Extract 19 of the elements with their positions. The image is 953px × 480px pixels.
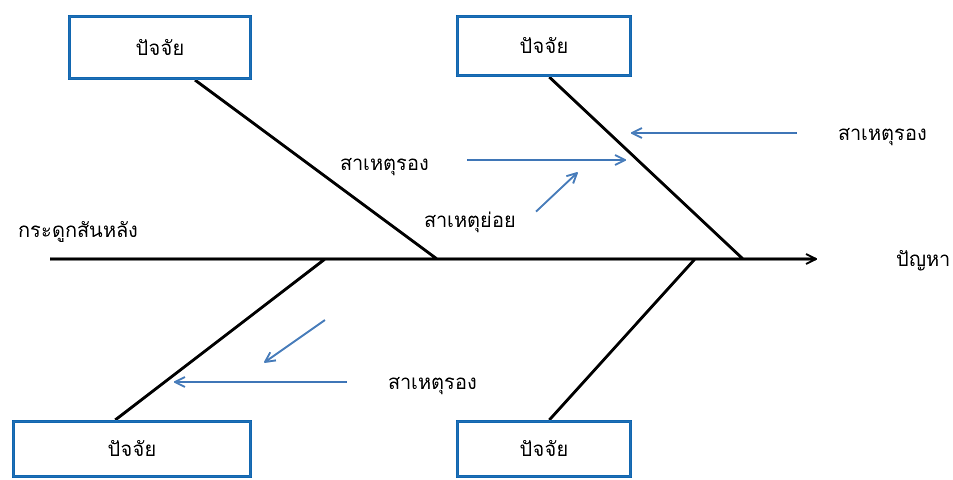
cause-arrow xyxy=(535,172,578,212)
factor-box: ปัจจัย xyxy=(456,15,632,77)
fish-bone-line xyxy=(548,258,696,421)
cause-label: สาเหตุรอง xyxy=(797,118,927,148)
factor-box: ปัจจัย xyxy=(456,420,632,478)
spine-label: กระดูกสันหลัง xyxy=(18,217,138,244)
cause-label: สาเหตุรอง xyxy=(340,148,467,178)
cause-arrow xyxy=(467,154,626,166)
cause-arrow xyxy=(631,127,797,139)
fish-bone-line xyxy=(114,258,326,422)
fish-bone-line xyxy=(194,78,438,260)
factor-box: ปัจจัย xyxy=(68,15,252,80)
fish-bone-line xyxy=(548,76,744,260)
cause-label: สาเหตุรอง xyxy=(347,367,477,397)
problem-label: ปัญหา xyxy=(816,244,950,274)
spine-arrow xyxy=(50,253,817,265)
cause-label: สาเหตุย่อย xyxy=(424,206,536,234)
factor-box: ปัจจัย xyxy=(12,420,252,478)
cause-arrow xyxy=(174,376,347,388)
